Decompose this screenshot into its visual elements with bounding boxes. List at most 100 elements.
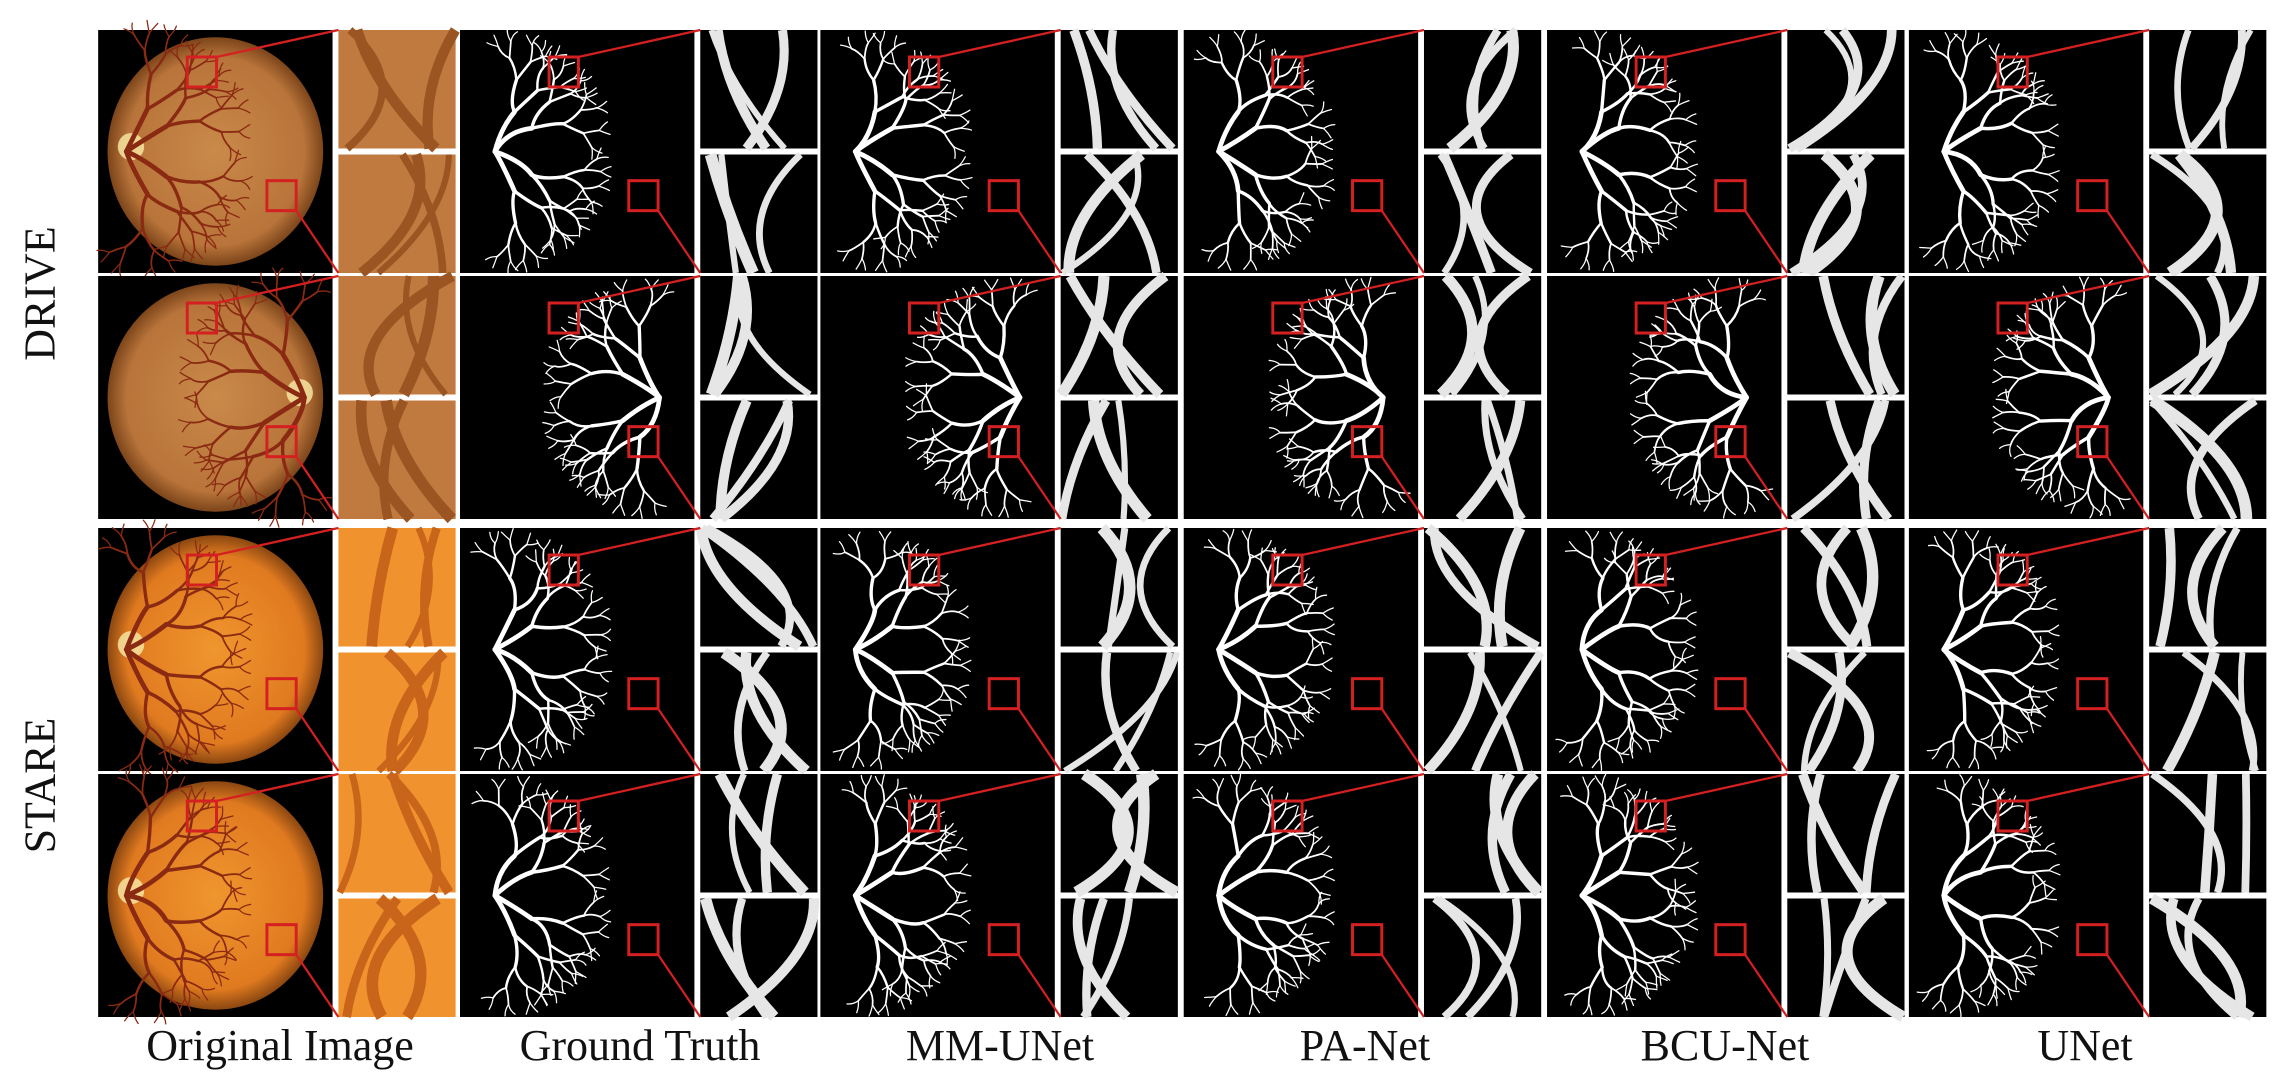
vessel-segment: [590, 453, 612, 454]
vessel-segment: [541, 994, 553, 995]
vessel-segment: [1656, 976, 1657, 988]
vessel-segment: [1238, 935, 1240, 967]
figure-cell: [1184, 528, 1541, 771]
vessel-segment: [1592, 542, 1593, 559]
figure-cell: [460, 528, 817, 771]
vessel-segment: [1629, 550, 1641, 551]
vessel-segment: [874, 191, 876, 223]
vessel-segment: [1619, 872, 1650, 874]
vessel-segment: [1663, 704, 1675, 705]
vessel-segment: [1694, 488, 1695, 500]
column-label-original-image: Original Image: [100, 1020, 460, 1071]
figure-cell: [820, 528, 1177, 771]
figure-cell: [1184, 774, 1541, 1017]
figure-cell: [820, 774, 1177, 1017]
vessel-segment: [2245, 774, 2246, 893]
column-label-mm-unet: MM-UNet: [820, 1020, 1180, 1071]
figure-row-2: [98, 268, 2266, 527]
vessel-segment: [1291, 978, 1303, 979]
figure-cell: [1547, 528, 1904, 771]
vessel-segment: [639, 326, 640, 358]
figure-cell: [1547, 30, 1904, 273]
vessel-segment: [231, 881, 232, 894]
vessel-segment: [1920, 248, 1932, 249]
figure-cell: [1184, 276, 1541, 519]
vessel-segment: [1278, 60, 1279, 77]
vessel-segment: [1644, 436, 1660, 437]
figure-cell: [97, 20, 456, 279]
column-label-unet: UNet: [1905, 1020, 2265, 1071]
vessel-segment: [212, 972, 225, 973]
figure-cell: [460, 276, 817, 519]
figure-cell: [1547, 774, 1904, 1017]
figure-cell: [1909, 528, 2266, 771]
figure-cell: [98, 520, 455, 781]
figure-cell: [460, 30, 817, 273]
vessel-segment: [1991, 703, 2013, 704]
vessel-segment: [566, 339, 578, 340]
figure-cell: [1184, 30, 1541, 273]
figure-cell: [820, 276, 1177, 519]
vessel-segment: [1295, 728, 1296, 740]
row-label-drive: DRIVE: [15, 224, 66, 364]
vessel-segment: [2038, 206, 2039, 218]
vessel-segment: [967, 300, 968, 312]
vessel-segment: [1398, 492, 1410, 493]
vessel-segment: [943, 115, 959, 116]
vessel-segment: [166, 921, 200, 923]
vessel-segment: [900, 210, 922, 211]
vessel-segment: [2032, 631, 2048, 632]
vessel-segment: [892, 626, 923, 627]
vessel-segment: [1677, 157, 1678, 169]
figure-cell: [1909, 30, 2266, 273]
vessel-segment: [1256, 871, 1287, 873]
vessel-segment: [2002, 241, 2003, 253]
vessel-segment: [222, 909, 239, 910]
vessel-segment: [1293, 955, 1309, 956]
figure-cell: [1909, 774, 2266, 1017]
vessel-segment: [567, 712, 583, 713]
vessel-segment: [923, 216, 939, 217]
column-label-pa-net: PA-Net: [1185, 1020, 1545, 1071]
column-label-ground-truth: Ground Truth: [460, 1020, 820, 1071]
figure-cell: [98, 765, 455, 1024]
vessel-segment: [2057, 298, 2058, 310]
vessel-segment: [1972, 541, 1973, 558]
vessel-segment: [231, 371, 265, 373]
vessel-segment: [574, 727, 575, 739]
figure-cell: [1547, 276, 1904, 519]
zoom-crop-panel: [338, 528, 455, 647]
vessel-segment: [917, 361, 933, 362]
vessel-segment: [1294, 459, 1310, 460]
vessel-segment: [968, 450, 969, 473]
vessel-segment: [875, 824, 877, 856]
vessel-segment: [2105, 488, 2106, 505]
vessel-segment: [536, 550, 537, 562]
vessel-segment: [471, 552, 483, 553]
vessel-segment: [1953, 741, 1954, 758]
vessel-segment: [952, 374, 983, 375]
figure-cell: [460, 774, 817, 1017]
vessel-segment: [570, 805, 571, 817]
figure-row-3: [98, 520, 2266, 781]
vessel-segment: [2041, 942, 2042, 954]
zoom-crop-panel: [1061, 653, 1178, 772]
vessel-segment: [1647, 392, 1648, 404]
vessel-segment: [592, 147, 593, 159]
vessel-segment: [884, 542, 885, 559]
figure-cell: [1909, 276, 2266, 519]
column-label-bcu-net: BCU-Net: [1545, 1020, 1905, 1071]
vessel-segment: [222, 667, 240, 668]
vessel-segment: [532, 626, 563, 628]
vessel-segment: [1963, 689, 1964, 721]
vessel-segment: [1565, 551, 1577, 552]
vessel-segment: [221, 108, 238, 109]
vessel-segment: [2029, 851, 2045, 852]
figure-row-1: [97, 20, 2266, 279]
zoom-crop-panel: [338, 30, 455, 149]
image-grid: [97, 20, 2266, 1023]
vessel-segment: [1573, 48, 1585, 49]
row-label-stare: STARE: [15, 716, 66, 856]
